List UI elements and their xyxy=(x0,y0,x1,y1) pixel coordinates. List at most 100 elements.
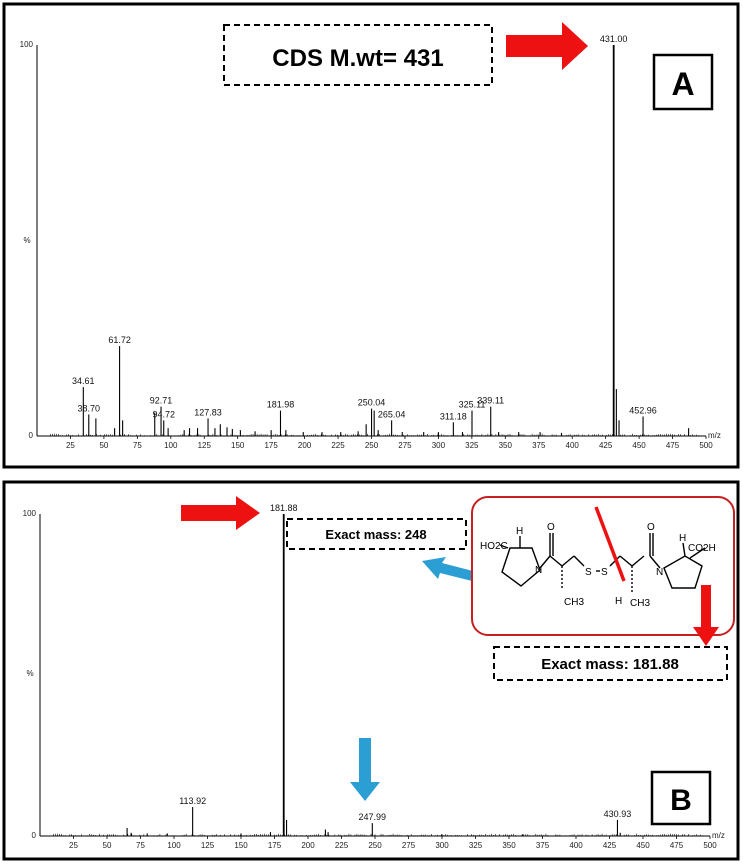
peak-label: 113.92 xyxy=(179,796,206,806)
x-tick-label: 100 xyxy=(167,841,181,850)
peak-label: 247.99 xyxy=(359,812,387,822)
x-tick-label: 175 xyxy=(264,441,278,450)
x-tick-label: 225 xyxy=(331,441,345,450)
x-tick-label: 425 xyxy=(599,441,613,450)
x-tick-label: 175 xyxy=(268,841,282,850)
peak-label: 311.18 xyxy=(440,411,467,421)
x-tick-label: 350 xyxy=(502,841,516,850)
structure-label-o-right: O xyxy=(647,522,655,533)
panel-b-spectrum: 113.92 181.88 247.99 430.93 xyxy=(53,503,703,836)
x-tick-label: 275 xyxy=(402,841,416,850)
red-arrow-right-b-icon xyxy=(181,496,260,530)
peak-label: 127.83 xyxy=(194,407,222,417)
structure-label-n-left: N xyxy=(535,565,542,576)
structure-drawing xyxy=(499,533,706,592)
structure-box xyxy=(471,496,735,636)
panel-a-y-tick-0: 0 xyxy=(29,431,34,440)
panel-b-xlabel: m/z xyxy=(712,831,725,840)
left-chain-1 xyxy=(549,555,563,567)
x-tick-label: 500 xyxy=(703,841,717,850)
x-tick-label: 150 xyxy=(231,441,245,450)
red-arrow-right-icon xyxy=(506,22,588,70)
x-tick-label: 50 xyxy=(99,441,108,450)
panel-a-spectrum: 34.61 38.70 61.72 92.71 94.72 127.83 181.98 250… xyxy=(50,34,699,436)
panel-b-label: B xyxy=(670,784,692,817)
x-tick-label: 225 xyxy=(335,841,349,850)
red-arrow-down-icon xyxy=(693,585,719,646)
panel-b-ylabel: % xyxy=(26,669,33,678)
mw-annotation-box xyxy=(223,24,493,86)
panel-a-label-box xyxy=(652,53,714,111)
x-tick-label: 350 xyxy=(499,441,513,450)
peak-label: 181.88 xyxy=(270,503,298,513)
x-tick-label: 275 xyxy=(398,441,412,450)
x-tick-label: 250 xyxy=(368,841,382,850)
peak-label: 34.61 xyxy=(72,376,95,386)
x-tick-label: 150 xyxy=(234,841,248,850)
peak-label: 250.04 xyxy=(358,398,386,408)
x-tick-label: 50 xyxy=(103,841,112,850)
left-chain-3 xyxy=(573,555,585,567)
panel-b-y-tick-100: 100 xyxy=(23,509,37,518)
x-tick-label: 475 xyxy=(666,441,680,450)
x-tick-label: 25 xyxy=(69,841,78,850)
left-bond-co2h xyxy=(499,544,509,549)
exact-mass-248-text: Exact mass: 248 xyxy=(325,527,426,542)
panel-a-y-tick-100: 100 xyxy=(20,40,34,49)
right-bond-co2h xyxy=(689,547,706,559)
panel-b-x-ticks: 25 50 75 100 125 150 175 200 225 250 275 300 325 350 3… xyxy=(69,836,717,850)
panel-b-label-box xyxy=(650,770,712,826)
right-chain-2 xyxy=(619,555,633,567)
structure-label-h-mid: H xyxy=(615,596,622,607)
right-ring xyxy=(663,555,703,589)
left-chain-2 xyxy=(561,555,575,567)
x-tick-label: 200 xyxy=(301,841,315,850)
structure-label-h-left: H xyxy=(516,526,523,537)
peak-label: 339.11 xyxy=(477,396,504,406)
right-bond-h xyxy=(682,542,686,557)
cleavage-line xyxy=(594,506,626,582)
structure-label-ch3-left: CH3 xyxy=(564,597,584,608)
x-tick-label: 500 xyxy=(699,441,713,450)
panel-a-label: A xyxy=(671,66,694,102)
right-chain-3 xyxy=(631,555,645,567)
x-tick-label: 375 xyxy=(536,841,550,850)
x-tick-label: 325 xyxy=(469,841,483,850)
peak-label: 430.93 xyxy=(604,809,632,819)
x-tick-label: 125 xyxy=(201,841,215,850)
x-tick-label: 300 xyxy=(435,841,449,850)
panel-a-ylabel: % xyxy=(23,236,30,245)
x-tick-label: 400 xyxy=(566,441,580,450)
panel-b-y-tick-0: 0 xyxy=(32,831,37,840)
blue-arrow-down-icon xyxy=(350,738,380,801)
structure-label-ho2c: HO2C xyxy=(480,541,508,552)
left-n-carbonyl-bond xyxy=(539,555,551,569)
x-tick-label: 25 xyxy=(66,441,75,450)
exact-mass-181-text: Exact mass: 181.88 xyxy=(541,656,679,673)
panel-a-xlabel: m/z xyxy=(708,431,721,440)
x-tick-label: 450 xyxy=(632,441,646,450)
peak-label: 452.96 xyxy=(629,405,657,415)
x-tick-label: 75 xyxy=(136,841,145,850)
peak-label: 181.98 xyxy=(267,400,295,410)
structure-label-s1: S xyxy=(585,567,592,578)
x-tick-label: 375 xyxy=(532,441,546,450)
peak-label: 92.71 xyxy=(150,396,173,406)
peak-label: 265.04 xyxy=(378,409,406,419)
right-n-carbonyl-bond xyxy=(649,555,661,569)
peak-label: 38.70 xyxy=(78,403,101,413)
structure-label-n-right: N xyxy=(656,567,663,578)
x-tick-label: 425 xyxy=(603,841,617,850)
exact-mass-181-box xyxy=(493,646,728,681)
structure-label-h-right: H xyxy=(679,533,686,544)
x-tick-label: 250 xyxy=(365,441,379,450)
x-tick-label: 75 xyxy=(133,441,142,450)
peak-label: 94.72 xyxy=(152,409,175,419)
x-tick-label: 100 xyxy=(164,441,178,450)
mw-annotation-text: CDS M.wt= 431 xyxy=(272,45,443,72)
left-ring xyxy=(501,547,541,587)
peak-label: 61.72 xyxy=(108,335,131,345)
